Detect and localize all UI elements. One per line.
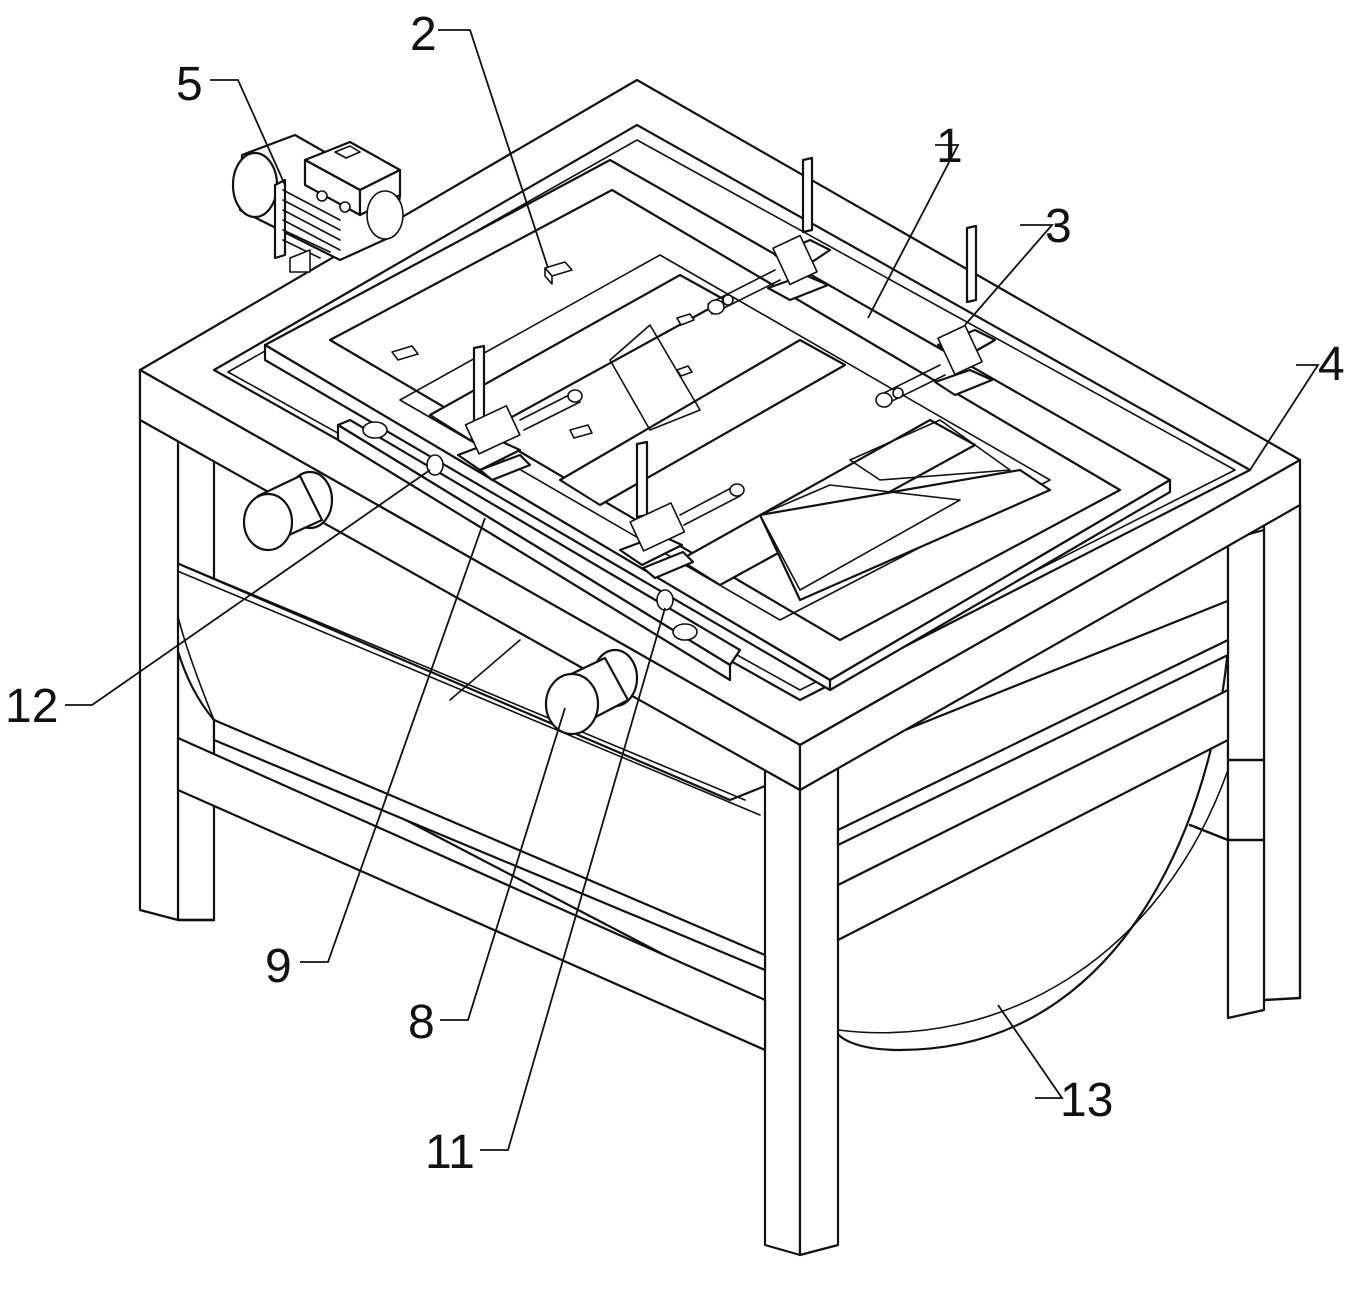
callout-8: 8 [408,996,435,1049]
callout-11: 11 [425,1126,475,1179]
callout-3: 3 [1045,200,1072,253]
callout-9: 9 [265,940,292,993]
callout-5: 5 [176,58,203,111]
callout-1: 1 [936,120,963,173]
callout-12: 12 [5,680,58,733]
callout-4: 4 [1318,338,1345,391]
callout-13: 13 [1060,1074,1113,1127]
callout-2: 2 [410,8,437,61]
